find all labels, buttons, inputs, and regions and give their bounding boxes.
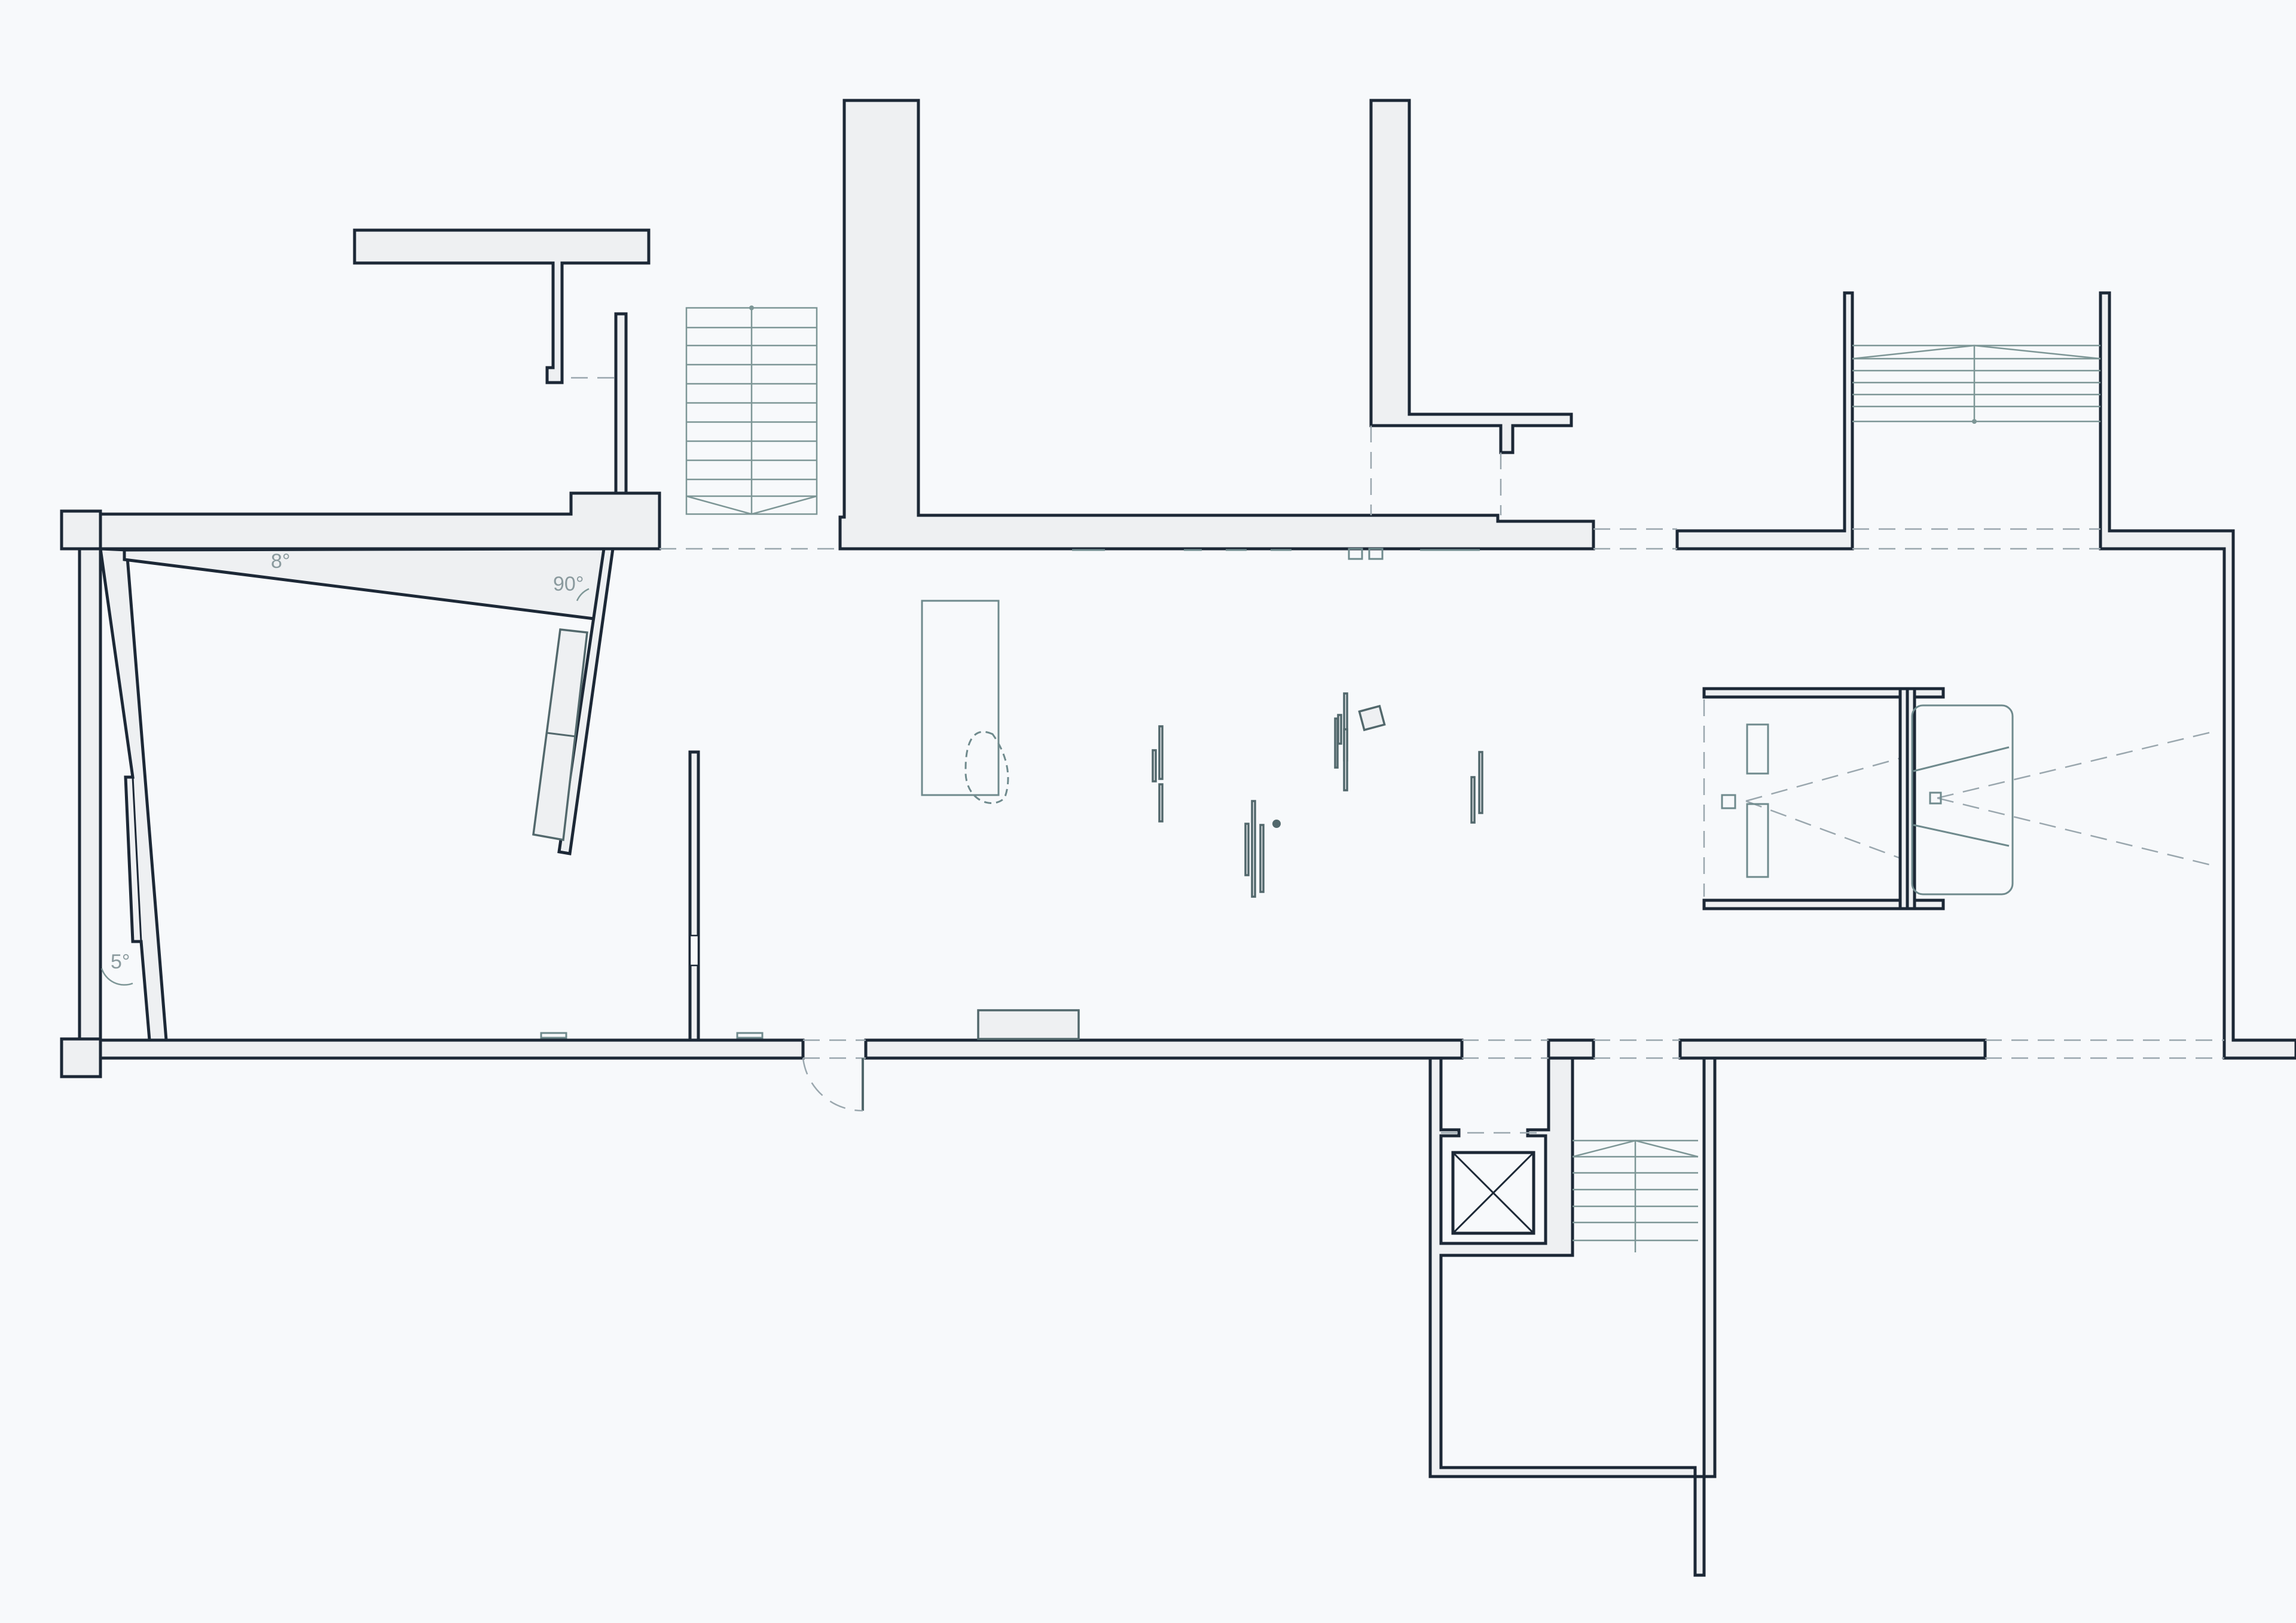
angle-label-west: 5° xyxy=(111,950,130,973)
angle-labels: 8° 90° 5° xyxy=(100,550,590,986)
pier-upper-left xyxy=(614,312,628,498)
projection-booth-top xyxy=(1702,687,1945,699)
service-core xyxy=(1428,1056,1717,1577)
north-wall-west xyxy=(99,491,661,551)
south-wall-center xyxy=(864,1038,1464,1060)
fixtures xyxy=(540,548,2014,1040)
l-wall-center xyxy=(838,99,1595,551)
stub-east xyxy=(1675,291,1854,551)
projection-booth-divider-2 xyxy=(1906,687,1916,910)
west-wall xyxy=(78,547,102,1041)
east-wall xyxy=(2099,291,2296,1060)
angle-label-top: 8° xyxy=(271,550,291,573)
projection-booth-bottom xyxy=(1702,898,1945,910)
partition-center xyxy=(688,750,700,1042)
l-wall-east xyxy=(1369,99,1573,454)
angle-label-corner: 90° xyxy=(553,573,584,595)
stair-south-east xyxy=(1572,1139,1699,1252)
walls xyxy=(60,99,2296,1577)
partition-gap xyxy=(689,934,700,967)
t-wall-upper-left xyxy=(353,228,651,384)
angled-wall-top xyxy=(123,547,606,621)
stair-north-west xyxy=(685,305,818,515)
table xyxy=(921,600,1000,796)
corner-post-nw xyxy=(60,509,102,551)
corner-post-sw xyxy=(60,1037,102,1078)
stair-north-east xyxy=(1852,344,2101,424)
south-wall-stub xyxy=(1547,1038,1595,1060)
plinth xyxy=(977,1009,1080,1040)
south-wall-east xyxy=(1678,1038,1987,1060)
south-wall-west xyxy=(99,1038,805,1060)
door-south xyxy=(802,1057,864,1112)
